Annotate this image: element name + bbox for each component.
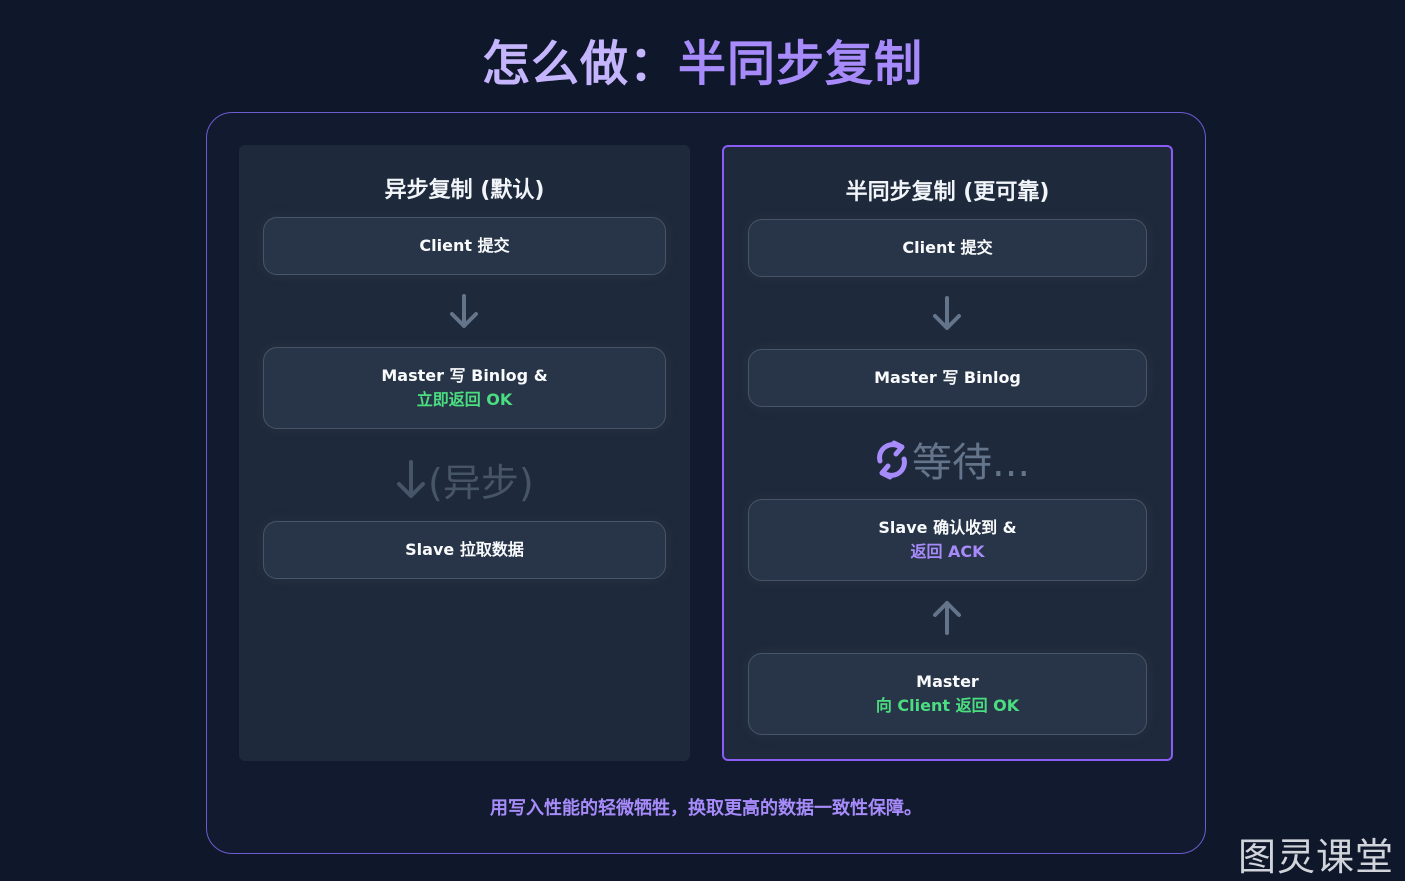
page-title: 怎么做：半同步复制 (0, 24, 1405, 94)
semisync-client-submit-box: Client 提交 (748, 219, 1147, 277)
semisync-return-client-ok-label: 向 Client 返回 OK (875, 696, 1020, 715)
async-master-binlog-label: Master 写 Binlog & (381, 366, 548, 385)
title-part1: 怎么做： (481, 36, 678, 92)
semisync-master-binlog-label: Master 写 Binlog (874, 368, 1021, 387)
sync-icon (877, 440, 907, 480)
async-slave-pull-label: Slave 拉取数据 (405, 540, 524, 559)
wait-label: 等待... (912, 440, 1031, 486)
arrow-down-icon (933, 296, 961, 330)
wait-indicator: 等待... (872, 430, 1030, 488)
semisync-master-binlog-box: Master 写 Binlog (748, 349, 1147, 407)
async-column-title: 异步复制 (默认) (384, 178, 545, 203)
async-client-submit-box: Client 提交 (263, 217, 666, 275)
async-client-submit-label: Client 提交 (419, 236, 510, 255)
async-return-ok-label: 立即返回 OK (416, 390, 513, 409)
arrow-up-icon (933, 601, 961, 635)
semisync-slave-confirm-label: Slave 确认收到 & (878, 518, 1017, 537)
watermark: 图灵课堂 (1238, 835, 1395, 879)
async-slave-pull-box: Slave 拉取数据 (263, 521, 666, 579)
title-part2: 半同步复制 (678, 36, 924, 92)
semisync-master-return-box: Master 向 Client 返回 OK (748, 653, 1147, 735)
semisync-slave-ack-box: Slave 确认收到 & 返回 ACK (748, 499, 1147, 581)
semisync-client-submit-label: Client 提交 (902, 238, 993, 257)
semisync-column-title: 半同步复制 (更可靠) (845, 180, 1050, 205)
footer-note: 用写入性能的轻微牺牲，换取更高的数据一致性保障。 (490, 798, 922, 819)
async-label-text: (异步) (428, 461, 534, 505)
async-arrow-label: (异步) (394, 452, 534, 507)
async-master-binlog-box: Master 写 Binlog & 立即返回 OK (263, 347, 666, 429)
arrow-down-icon (450, 294, 478, 328)
arrow-down-icon (397, 459, 425, 498)
semisync-master-label: Master (916, 672, 979, 691)
semisync-return-ack-label: 返回 ACK (910, 542, 985, 561)
